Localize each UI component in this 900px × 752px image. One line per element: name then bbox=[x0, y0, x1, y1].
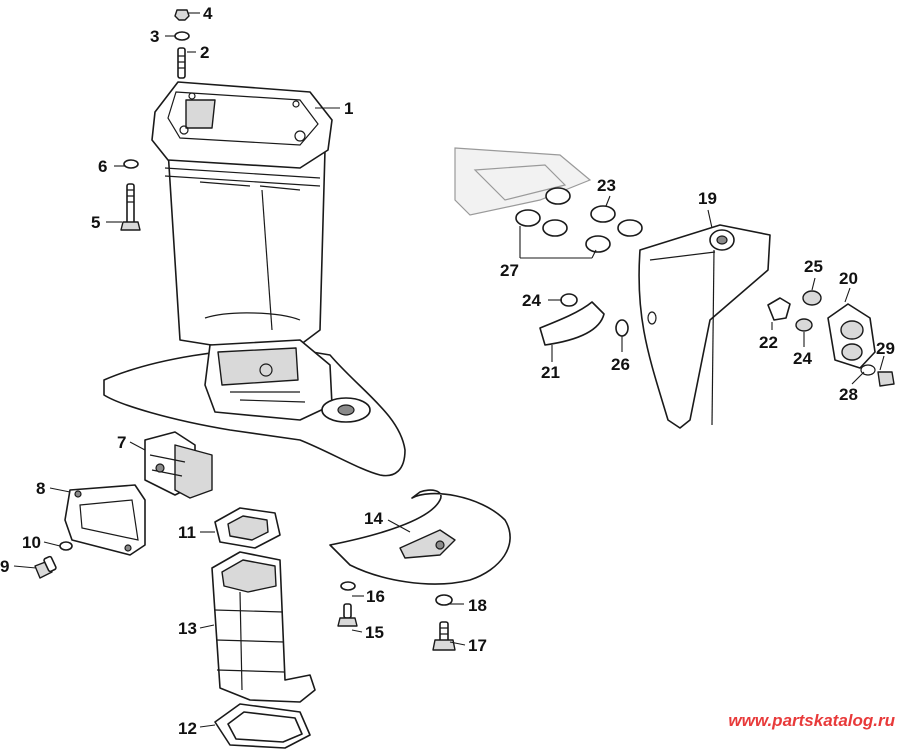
callout-21: 21 bbox=[541, 363, 560, 382]
callout-29: 29 bbox=[876, 339, 895, 358]
callout-16: 16 bbox=[366, 587, 385, 606]
callout-10: 10 bbox=[22, 533, 41, 552]
water-pocket-cover[interactable] bbox=[34, 484, 146, 579]
exhaust-seal[interactable] bbox=[214, 507, 281, 549]
screw-and-washer[interactable] bbox=[120, 159, 141, 231]
plate-screw-washer-2[interactable] bbox=[432, 594, 456, 651]
hose-and-fittings[interactable] bbox=[539, 293, 629, 346]
callout-12: 12 bbox=[178, 719, 197, 738]
exhaust-housing[interactable] bbox=[211, 551, 316, 703]
callout-7: 7 bbox=[117, 433, 126, 452]
callout-14: 14 bbox=[364, 509, 383, 528]
callout-23: 23 bbox=[597, 176, 616, 195]
plate-screw-washer[interactable] bbox=[337, 581, 358, 627]
stud-nut-washer[interactable] bbox=[174, 9, 190, 79]
callout-2: 2 bbox=[200, 43, 209, 62]
callout-3: 3 bbox=[150, 27, 159, 46]
watermark-text: www.partskatalog.ru bbox=[728, 711, 895, 730]
callout-26: 26 bbox=[611, 355, 630, 374]
callout-labels: 1 2 3 4 5 6 7 8 9 10 11 12 13 14 15 16 1… bbox=[0, 4, 895, 738]
callout-28: 28 bbox=[839, 385, 858, 404]
anti-cavitation-plate[interactable] bbox=[329, 489, 511, 585]
elbow-and-plugs[interactable] bbox=[767, 290, 822, 332]
driveshaft-housing[interactable] bbox=[103, 81, 406, 477]
callout-1: 1 bbox=[344, 99, 353, 118]
leader-lines bbox=[13, 12, 885, 728]
callout-27: 27 bbox=[500, 261, 519, 280]
hose-couplers[interactable] bbox=[515, 187, 643, 253]
callout-18: 18 bbox=[468, 596, 487, 615]
callout-25: 25 bbox=[804, 257, 823, 276]
rubber-mount[interactable] bbox=[144, 431, 213, 499]
callout-6: 6 bbox=[98, 157, 107, 176]
callout-13: 13 bbox=[178, 619, 197, 638]
callout-22: 22 bbox=[759, 333, 778, 352]
callout-4: 4 bbox=[203, 4, 213, 23]
engine-block-reference bbox=[454, 147, 592, 216]
callout-5: 5 bbox=[91, 213, 100, 232]
callout-15: 15 bbox=[365, 623, 384, 642]
callout-8: 8 bbox=[36, 479, 45, 498]
thermostat-cover[interactable] bbox=[827, 303, 895, 387]
callout-17: 17 bbox=[468, 636, 487, 655]
callout-9: 9 bbox=[0, 557, 9, 576]
callout-20: 20 bbox=[839, 269, 858, 288]
callout-11: 11 bbox=[178, 523, 196, 542]
exhaust-gasket[interactable] bbox=[214, 703, 311, 749]
callout-24a: 24 bbox=[522, 291, 541, 310]
exhaust-manifold[interactable] bbox=[638, 224, 771, 429]
callout-24b: 24 bbox=[793, 349, 812, 368]
callout-19: 19 bbox=[698, 189, 717, 208]
